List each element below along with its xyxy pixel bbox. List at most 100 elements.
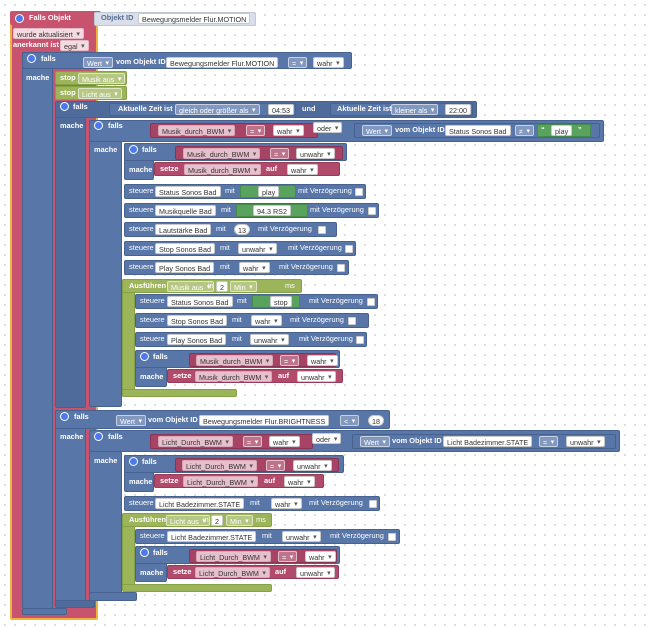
timeout-dropdown[interactable]: Musik aus — [78, 73, 126, 85]
operator-dropdown[interactable]: = — [278, 551, 298, 563]
timeout-footer[interactable] — [122, 584, 272, 592]
variable-dropdown[interactable]: Licht_Durch_BWM — [158, 436, 233, 448]
unit-dropdown[interactable]: Min — [226, 515, 253, 527]
delay-checkbox[interactable] — [356, 336, 364, 344]
bool-dropdown[interactable]: wahr — [271, 498, 302, 510]
delay-checkbox[interactable] — [318, 226, 326, 234]
object-field[interactable]: Bewegungsmelder Flur.BRIGHTNESS — [199, 415, 330, 426]
light-if-footer[interactable] — [55, 600, 95, 608]
object-id-field[interactable]: Bewegungsmelder Flur.MOTION — [138, 13, 251, 24]
delay-checkbox[interactable] — [355, 188, 363, 196]
bool-dropdown[interactable]: wahr — [287, 164, 318, 176]
operator-dropdown[interactable]: = — [539, 436, 559, 448]
timeout-footer[interactable] — [122, 389, 237, 397]
control-target-field[interactable]: Licht Badezimmer.STATE — [155, 498, 245, 509]
control-target-field[interactable]: Musikquelle Bad — [155, 205, 216, 216]
number-field[interactable]: 13 — [234, 224, 250, 235]
control-target-field[interactable]: Status Sonos Bad — [155, 186, 221, 197]
music-if-block[interactable] — [89, 120, 122, 407]
operator-dropdown[interactable]: = — [270, 148, 290, 160]
bool-dropdown[interactable]: unwahr — [296, 567, 335, 579]
bool-dropdown[interactable]: wahr — [251, 315, 282, 327]
bool-dropdown[interactable]: unwahr — [296, 148, 335, 160]
delay-checkbox[interactable] — [345, 245, 353, 253]
bool-dropdown[interactable]: unwahr — [238, 243, 277, 255]
variable-dropdown[interactable]: Musik_durch_BWM — [184, 164, 262, 176]
timeout-amount-field[interactable]: 2 — [211, 515, 223, 526]
text-field[interactable]: stop — [270, 296, 292, 307]
gear-icon[interactable] — [140, 548, 149, 557]
time-op-dropdown[interactable]: kleiner als — [391, 104, 439, 116]
trigger-header[interactable] — [10, 11, 101, 25]
delay-checkbox[interactable] — [388, 533, 396, 541]
gear-icon[interactable] — [140, 352, 149, 361]
value-dropdown[interactable]: Wert — [83, 57, 114, 69]
bool-dropdown[interactable]: wahr — [284, 476, 315, 488]
operator-dropdown[interactable]: = — [280, 355, 300, 367]
control-target-field[interactable]: Play Sonos Bad — [155, 262, 215, 273]
timeout-amount-field[interactable]: 2 — [216, 281, 228, 292]
value-dropdown[interactable]: Wert — [360, 436, 391, 448]
ack-dropdown[interactable]: egal — [60, 40, 89, 52]
object-field[interactable]: Bewegungsmelder Flur.MOTION — [166, 57, 279, 68]
number-field[interactable]: 18 — [368, 415, 384, 426]
main-if-block[interactable] — [22, 52, 53, 609]
operator-dropdown[interactable]: = — [246, 125, 266, 137]
bool-dropdown[interactable]: wahr — [273, 125, 304, 137]
time-op-dropdown[interactable]: gleich oder größer als — [175, 104, 260, 116]
bool-dropdown[interactable]: wahr — [307, 355, 338, 367]
main-if-footer[interactable] — [22, 608, 67, 615]
light-inner-block[interactable] — [89, 430, 122, 600]
control-target-field[interactable]: Licht Badezimmer.STATE — [167, 531, 257, 542]
update-dropdown[interactable]: wurde aktualisiert — [13, 28, 84, 40]
bool-dropdown[interactable]: wahr — [313, 57, 344, 69]
variable-dropdown[interactable]: Licht_Durch_BWM — [195, 567, 270, 579]
timeout-name-dropdown[interactable]: Musik aus — [167, 281, 215, 293]
or-dropdown[interactable]: oder — [312, 433, 342, 445]
gear-icon[interactable] — [94, 432, 103, 441]
operator-dropdown[interactable]: = — [266, 460, 286, 472]
object-field[interactable]: Licht Badezimmer.STATE — [443, 436, 533, 447]
light-if-block[interactable] — [55, 410, 86, 605]
control-target-field[interactable]: Lautstärke Bad — [155, 224, 212, 235]
bool-dropdown[interactable]: wahr — [269, 436, 300, 448]
light-inner-footer[interactable] — [89, 592, 137, 601]
variable-dropdown[interactable]: Musik_durch_BWM — [196, 355, 274, 367]
object-field[interactable]: Status Sonos Bad — [445, 125, 511, 136]
delay-checkbox[interactable] — [369, 500, 377, 508]
control-target-field[interactable]: Stop Sonos Bad — [155, 243, 215, 254]
text-field[interactable]: play — [551, 125, 573, 136]
gear-icon[interactable] — [129, 145, 138, 154]
text-field[interactable]: play — [258, 186, 280, 197]
variable-dropdown[interactable]: Musik_durch_BWM — [158, 125, 236, 137]
timeout-block[interactable] — [122, 279, 135, 397]
gear-icon[interactable] — [15, 14, 24, 23]
delay-checkbox[interactable] — [367, 298, 375, 306]
timeout-name-dropdown[interactable]: Licht aus — [166, 515, 210, 527]
control-target-field[interactable]: Play Sonos Bad — [167, 334, 227, 345]
variable-dropdown[interactable]: Licht_Durch_BWM — [182, 460, 257, 472]
operator-dropdown[interactable]: = — [288, 57, 308, 69]
delay-checkbox[interactable] — [368, 207, 376, 215]
time-field[interactable]: 22:00 — [445, 104, 471, 115]
gear-icon[interactable] — [60, 102, 69, 111]
variable-dropdown[interactable]: Musik_durch_BWM — [183, 148, 261, 160]
time-field[interactable]: 04:53 — [268, 104, 294, 115]
delay-checkbox[interactable] — [348, 317, 356, 325]
time-if-block[interactable] — [55, 101, 86, 408]
gear-icon[interactable] — [129, 457, 138, 466]
bool-dropdown[interactable]: unwahr — [297, 371, 336, 383]
gear-icon[interactable] — [27, 54, 36, 63]
variable-dropdown[interactable]: Licht_Durch_BWM — [183, 476, 258, 488]
text-field[interactable]: 94.3 RS2 — [253, 205, 291, 216]
operator-dropdown[interactable]: < — [340, 415, 360, 427]
operator-dropdown[interactable]: = — [243, 436, 263, 448]
bool-dropdown[interactable]: unwahr — [293, 460, 332, 472]
timeout-dropdown[interactable]: Licht aus — [78, 88, 122, 100]
delay-checkbox[interactable] — [337, 264, 345, 272]
bool-dropdown[interactable]: wahr — [239, 262, 270, 274]
control-target-field[interactable]: Status Sonos Bad — [167, 296, 233, 307]
value-dropdown[interactable]: Wert — [116, 415, 147, 427]
gear-icon[interactable] — [60, 412, 69, 421]
unit-dropdown[interactable]: Min — [230, 281, 257, 293]
